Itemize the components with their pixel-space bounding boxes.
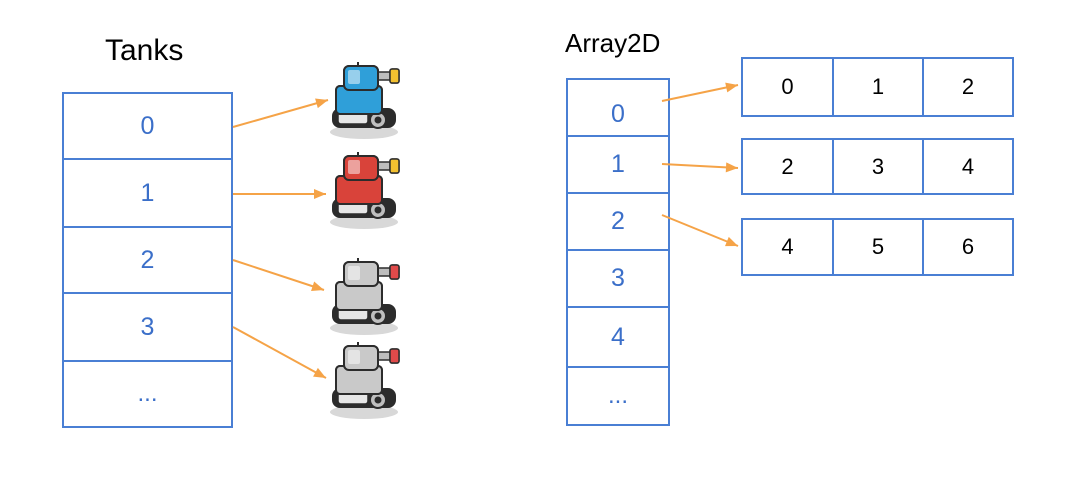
tanks-cell-ellipsis: ... <box>62 360 233 428</box>
arrow-line <box>232 259 325 291</box>
tanks-index: 1 <box>140 178 155 207</box>
row-cell: 1 <box>832 57 924 117</box>
tanks-cell-1: 1 <box>62 158 233 228</box>
cell-value: 5 <box>871 234 885 259</box>
arrow-line <box>232 326 327 379</box>
cell-value: 3 <box>871 153 885 179</box>
row-cell: 3 <box>832 138 924 195</box>
cell-value: 0 <box>781 74 794 99</box>
cell-value: 1 <box>871 74 885 99</box>
arrow-head <box>315 98 328 109</box>
tanks-index: 0 <box>140 111 155 140</box>
arrow-head <box>314 189 326 199</box>
arrow-head <box>725 236 738 247</box>
row-cell: 0 <box>741 57 834 117</box>
arrow-line <box>232 99 329 128</box>
arrow-head <box>311 281 324 291</box>
pointer-arrows <box>232 82 739 379</box>
tanks-index: 3 <box>140 312 155 341</box>
arrow-head <box>725 162 738 173</box>
array2d-index: 0 <box>611 100 625 128</box>
cell-value: 6 <box>961 234 975 259</box>
array2d-index: 1 <box>611 150 625 178</box>
tanks-index: 2 <box>140 245 155 274</box>
cell-value: 4 <box>781 234 794 259</box>
array2d-index: 2 <box>611 207 625 235</box>
array2d-index: 3 <box>611 264 625 292</box>
gray-tank-icon <box>329 257 400 336</box>
array2d-title: Array2D <box>565 28 661 58</box>
gray-tank-icon <box>329 341 400 420</box>
blue-tank-icon <box>329 61 400 140</box>
tanks-title: Tanks <box>105 34 184 67</box>
row-cell: 2 <box>922 57 1014 117</box>
array2d-cell-3: 3 <box>566 249 670 308</box>
array2d-index: ... <box>607 382 628 409</box>
row-cell: 4 <box>741 218 834 276</box>
tanks-index: ... <box>137 380 158 407</box>
array2d-index: 4 <box>611 322 625 351</box>
arrow-line <box>661 163 739 169</box>
row-cell: 6 <box>922 218 1014 276</box>
red-tank-icon <box>329 151 400 230</box>
row-cell: 4 <box>922 138 1014 195</box>
cell-value: 2 <box>781 153 794 179</box>
array2d-cell-ellipsis: ... <box>566 366 670 426</box>
arrow-line <box>661 84 739 102</box>
arrow-head <box>313 367 326 378</box>
arrow-head <box>725 82 738 93</box>
tanks-cell-3: 3 <box>62 292 233 362</box>
cell-value: 2 <box>961 74 975 99</box>
array2d-cell-0: 0 <box>566 78 670 137</box>
row-cell: 5 <box>832 218 924 276</box>
arrow-line <box>661 214 739 247</box>
cell-value: 4 <box>961 153 975 179</box>
